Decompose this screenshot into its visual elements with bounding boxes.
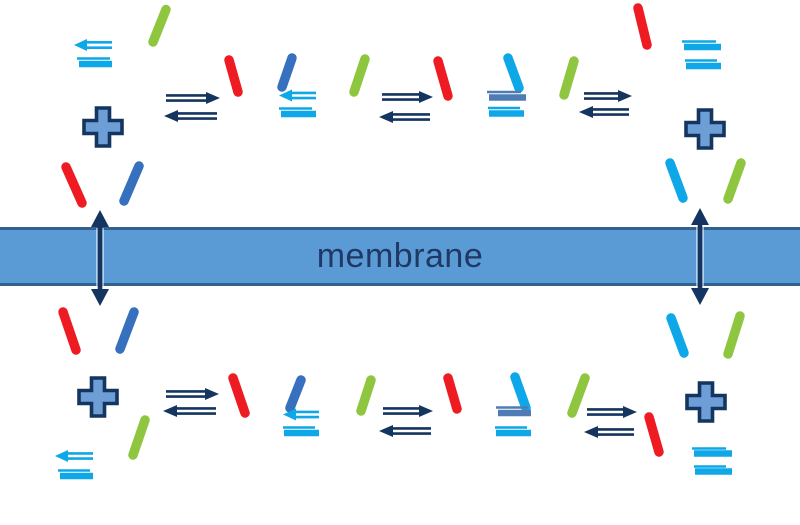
forward-arrowhead-icon xyxy=(206,92,220,104)
blue-strand xyxy=(119,161,144,206)
forward-arrowhead-icon xyxy=(618,90,632,102)
blue-strand xyxy=(115,307,139,354)
reverse-arrowhead-icon xyxy=(584,426,598,438)
equilibrium-arrows-icon xyxy=(579,90,632,118)
forward-arrowhead-icon xyxy=(205,388,219,400)
cyan-strand-arrowhead-icon xyxy=(279,89,292,102)
reverse-arrowhead-icon xyxy=(379,425,393,437)
cyan-strand xyxy=(666,313,689,358)
forward-arrowhead-icon xyxy=(419,91,433,103)
equilibrium-arrows-icon xyxy=(584,406,637,438)
forward-arrowhead-icon xyxy=(419,405,433,417)
upper-intermediate-1 xyxy=(224,53,370,118)
cyan-strand xyxy=(503,53,524,93)
cyan-strand-arrowhead-icon xyxy=(283,408,296,421)
equilibrium-arrows-icon xyxy=(163,388,219,417)
lower-reaction-row xyxy=(163,372,637,438)
down-arrowhead-icon xyxy=(691,288,709,305)
red-strand xyxy=(633,3,652,50)
upper-reaction-row xyxy=(164,53,632,123)
green-strand xyxy=(349,54,370,97)
plus-icon xyxy=(82,106,124,148)
lower-intermediate-2 xyxy=(443,372,590,437)
equilibrium-arrows-icon xyxy=(379,91,433,123)
reverse-arrowhead-icon xyxy=(379,111,393,123)
green-strand xyxy=(128,415,150,460)
cyan-strand-arrowhead-icon xyxy=(74,39,87,51)
up-arrowhead-icon xyxy=(91,210,109,227)
up-arrowhead-icon xyxy=(691,208,709,225)
reverse-arrowhead-icon xyxy=(164,110,178,122)
equilibrium-arrows-icon xyxy=(164,92,220,122)
reverse-arrowhead-icon xyxy=(163,405,177,417)
red-strand xyxy=(61,162,87,208)
membrane-transport-arrow-left xyxy=(91,210,109,306)
bottom-right-complex xyxy=(644,311,745,475)
reverse-arrowhead-icon xyxy=(579,106,593,118)
green-strand xyxy=(723,158,746,204)
green-strand xyxy=(356,375,376,416)
membrane-label: membrane xyxy=(316,236,484,275)
green-strand xyxy=(567,373,590,418)
plus-icon xyxy=(684,108,726,150)
down-arrowhead-icon xyxy=(91,289,109,306)
plus-icon xyxy=(685,381,727,423)
bottom-left-complex xyxy=(55,307,150,480)
membrane-band: membrane xyxy=(0,227,800,286)
green-strand xyxy=(148,4,171,47)
red-strand xyxy=(58,307,81,355)
equilibrium-arrows-icon xyxy=(379,405,433,437)
blue-strand xyxy=(277,53,297,92)
lower-intermediate-1 xyxy=(228,373,376,437)
cyan-strand xyxy=(665,158,688,203)
green-strand xyxy=(723,311,745,359)
red-strand xyxy=(433,56,453,101)
cyan-strand xyxy=(510,372,531,413)
top-left-complex xyxy=(61,4,171,208)
red-strand xyxy=(228,373,250,418)
top-right-complex xyxy=(633,3,746,204)
red-strand xyxy=(224,55,243,97)
plus-icon xyxy=(77,376,119,418)
membrane-transport-arrow-right xyxy=(691,208,709,305)
cyan-strand-arrowhead-icon xyxy=(55,450,68,462)
blue-strand xyxy=(285,375,306,413)
red-strand xyxy=(443,373,462,414)
green-strand xyxy=(559,56,579,100)
red-strand xyxy=(644,412,664,457)
upper-intermediate-2 xyxy=(433,53,579,117)
forward-arrowhead-icon xyxy=(623,406,637,418)
